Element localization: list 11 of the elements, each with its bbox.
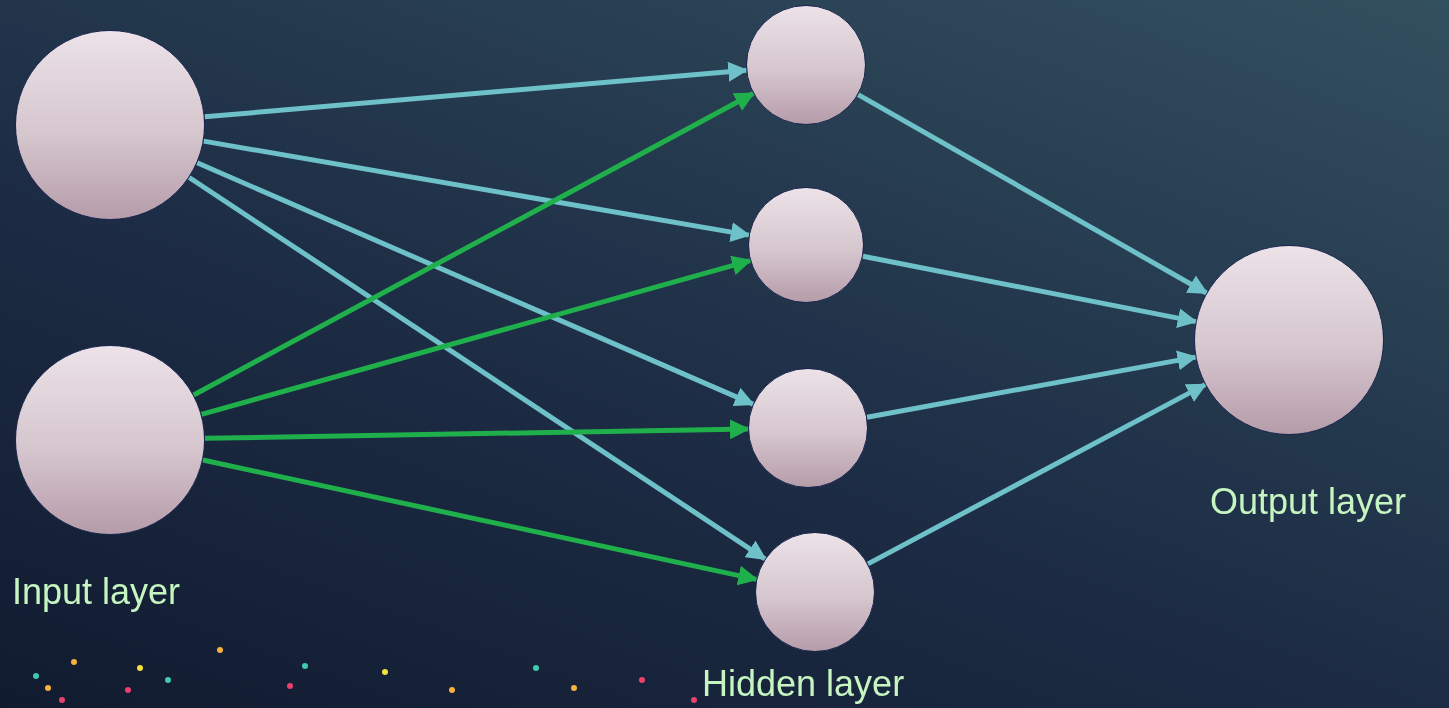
layer-label: Hidden layer [702,664,905,704]
arrow [192,91,755,398]
arrow [204,419,750,441]
arrow [200,255,753,417]
arrow [187,175,767,561]
arrow [856,92,1209,296]
arrow [862,253,1198,328]
arrow [196,160,755,407]
arrow [866,382,1207,567]
layer-label: Output layer [1210,482,1407,522]
layer-label: Input layer [12,572,181,612]
